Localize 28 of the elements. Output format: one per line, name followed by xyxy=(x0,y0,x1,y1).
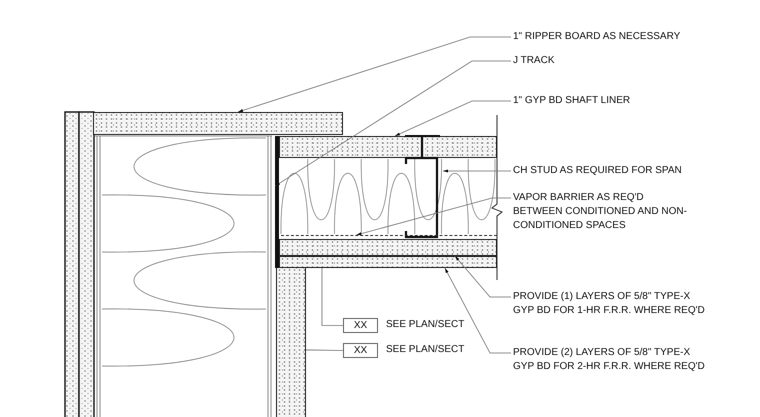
vapor-barrier xyxy=(281,235,497,238)
reference-tag: XX xyxy=(343,318,378,333)
reference-note: SEE PLAN/SECT xyxy=(386,318,464,332)
leader-line xyxy=(394,100,512,136)
c-h-stud xyxy=(403,135,443,240)
leader-line xyxy=(306,350,344,351)
gypsum-board-layer xyxy=(279,239,497,256)
leader-line xyxy=(238,36,512,112)
callout-text: CH STUD AS REQUIRED FOR SPAN xyxy=(513,164,753,178)
leader-line xyxy=(322,268,344,326)
callout-text: PROVIDE (2) LAYERS OF 5/8" TYPE-X GYP BD FOR 2-HR F.R.R. WHERE REQ'D xyxy=(513,346,708,374)
callout-text: J TRACK xyxy=(513,54,713,68)
leader-line xyxy=(444,268,512,354)
callout-text: 1" GYP BD SHAFT LINER xyxy=(513,94,713,108)
leader-line xyxy=(442,170,512,173)
callout-text: 1" RIPPER BOARD AS NECESSARY xyxy=(513,30,753,44)
gypsum-board-layer xyxy=(279,256,497,268)
reference-tag: XX xyxy=(343,343,378,358)
j-track xyxy=(275,136,279,268)
reference-note: SEE PLAN/SECT xyxy=(386,343,464,357)
callout-text: PROVIDE (1) LAYERS OF 5/8" TYPE-X GYP BD FOR 1-HR F.R.R. WHERE REQ'D xyxy=(513,290,708,318)
shaft-liner-board xyxy=(279,136,497,158)
leader-line xyxy=(274,60,512,186)
leader-line xyxy=(356,198,512,236)
wall-board-layers xyxy=(276,268,306,417)
ripper-board xyxy=(93,112,343,135)
leader-line xyxy=(454,256,512,298)
callout-text: VAPOR BARRIER AS REQ'D BETWEEN CONDITIONED AND NON-CONDITIONED SPACES xyxy=(513,191,695,233)
